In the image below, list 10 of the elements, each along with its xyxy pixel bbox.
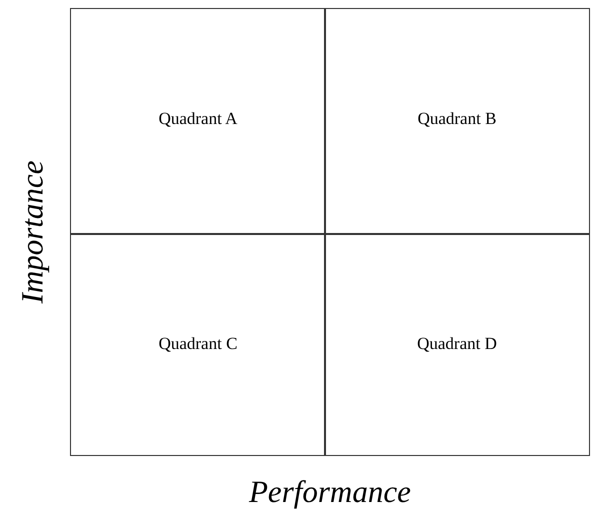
quadrant-label: Quadrant C bbox=[158, 334, 238, 354]
quadrant-cell bbox=[70, 8, 326, 235]
quadrant-cell bbox=[70, 233, 326, 456]
quadrant-cell bbox=[324, 8, 590, 235]
quadrant-label: Quadrant D bbox=[417, 334, 497, 354]
quadrant-cell bbox=[324, 233, 590, 456]
axis-label: Importance bbox=[14, 160, 50, 304]
quadrant-label: Quadrant A bbox=[158, 109, 238, 129]
axis-label: Performance bbox=[249, 474, 411, 510]
quadrant-label: Quadrant B bbox=[418, 109, 496, 129]
